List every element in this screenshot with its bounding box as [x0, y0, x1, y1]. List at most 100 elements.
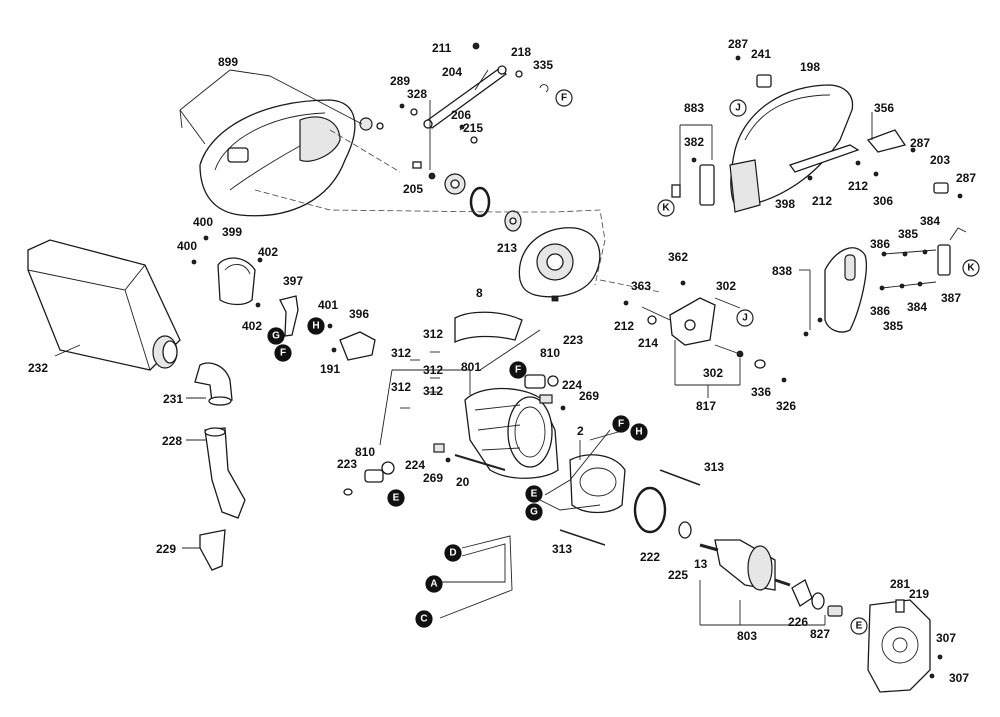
dust-chute	[204, 427, 246, 519]
svg-text:F: F	[515, 365, 521, 376]
label-838: 838	[772, 264, 792, 278]
svg-text:K: K	[967, 263, 975, 274]
label-312-a: 312	[423, 327, 443, 341]
label-384-b: 384	[907, 300, 927, 314]
label-312-c: 312	[423, 363, 443, 377]
gear-housing	[867, 599, 943, 693]
dust-elbow	[194, 362, 233, 406]
callout-j-2: J	[736, 309, 754, 327]
label-13: 13	[694, 557, 708, 571]
label-362: 362	[668, 250, 688, 264]
label-387: 387	[941, 291, 961, 305]
mounting-bracket	[623, 280, 787, 398]
callout-c-1: C	[415, 610, 433, 628]
dust-bag	[27, 239, 181, 371]
label-385-b: 385	[883, 319, 903, 333]
label-326: 326	[776, 399, 796, 413]
label-306: 306	[873, 194, 893, 208]
label-269-b: 269	[423, 471, 443, 485]
callout-k-2: K	[962, 259, 980, 277]
label-363: 363	[631, 279, 651, 293]
label-204: 204	[442, 65, 462, 79]
deflector-plate	[199, 529, 226, 571]
spindle-parts	[444, 173, 522, 232]
label-287-a: 287	[728, 37, 748, 51]
label-8: 8	[476, 286, 483, 300]
label-307-b: 307	[949, 671, 969, 685]
callout-f-2: F	[274, 344, 292, 362]
label-397: 397	[283, 274, 303, 288]
callout-g-2: G	[525, 503, 543, 521]
label-810-b: 810	[355, 445, 375, 459]
label-398: 398	[775, 197, 795, 211]
label-827: 827	[810, 627, 830, 641]
spring-clip-399	[191, 235, 263, 308]
label-226: 226	[788, 615, 808, 629]
label-810-a: 810	[540, 346, 560, 360]
label-801: 801	[461, 360, 481, 374]
svg-text:H: H	[312, 321, 319, 332]
label-223-b: 223	[337, 457, 357, 471]
label-384-a: 384	[920, 214, 940, 228]
label-402-b: 402	[242, 319, 262, 333]
label-302-a: 302	[716, 279, 736, 293]
label-20: 20	[456, 475, 470, 489]
lever-397	[279, 295, 299, 337]
brush-parts-upper	[524, 374, 566, 411]
svg-text:E: E	[531, 489, 538, 500]
svg-text:H: H	[635, 427, 642, 438]
callout-d-1: D	[444, 544, 462, 562]
leader-883	[671, 124, 715, 206]
main-housing	[729, 55, 963, 213]
callout-f-4: F	[612, 415, 630, 433]
handle-grip	[799, 227, 967, 337]
label-382: 382	[684, 135, 704, 149]
linkage-arm	[399, 42, 549, 180]
label-206: 206	[451, 108, 471, 122]
callout-g-1: G	[267, 327, 285, 345]
callout-h-2: H	[630, 423, 648, 441]
label-289: 289	[390, 74, 410, 88]
label-269-a: 269	[579, 389, 599, 403]
label-399: 399	[222, 225, 242, 239]
motor-housing	[464, 387, 559, 479]
callout-f-1: F	[555, 89, 573, 107]
bracket-396	[327, 323, 376, 361]
label-335: 335	[533, 58, 553, 72]
label-2: 2	[577, 424, 584, 438]
label-328: 328	[407, 87, 427, 101]
label-232: 232	[28, 361, 48, 375]
callout-e-1: E	[387, 489, 405, 507]
part-labels: 899 211 218 335 204 289 328 206 215 205 …	[28, 37, 976, 685]
label-402-a: 402	[258, 245, 278, 259]
screws-312	[400, 351, 440, 409]
label-215: 215	[463, 121, 483, 135]
label-313-a: 313	[704, 460, 724, 474]
label-212-a: 212	[848, 179, 868, 193]
svg-text:G: G	[530, 507, 538, 518]
label-219: 219	[909, 587, 929, 601]
label-212-b: 212	[812, 194, 832, 208]
label-222: 222	[640, 550, 660, 564]
label-396: 396	[349, 307, 369, 321]
svg-text:F: F	[618, 419, 624, 430]
label-213: 213	[497, 241, 517, 255]
svg-text:F: F	[561, 93, 567, 104]
svg-text:J: J	[735, 103, 741, 114]
label-205: 205	[403, 182, 423, 196]
label-223-a: 223	[563, 333, 583, 347]
svg-text:D: D	[449, 548, 456, 559]
label-312-d: 312	[391, 380, 411, 394]
svg-text:F: F	[280, 348, 286, 359]
label-229: 229	[156, 542, 176, 556]
label-401: 401	[318, 298, 338, 312]
svg-text:E: E	[856, 621, 863, 632]
wire-harness	[439, 429, 611, 619]
label-803: 803	[737, 629, 757, 643]
label-302-b: 302	[703, 366, 723, 380]
label-883: 883	[684, 101, 704, 115]
label-281: 281	[890, 577, 910, 591]
label-211: 211	[432, 41, 452, 55]
